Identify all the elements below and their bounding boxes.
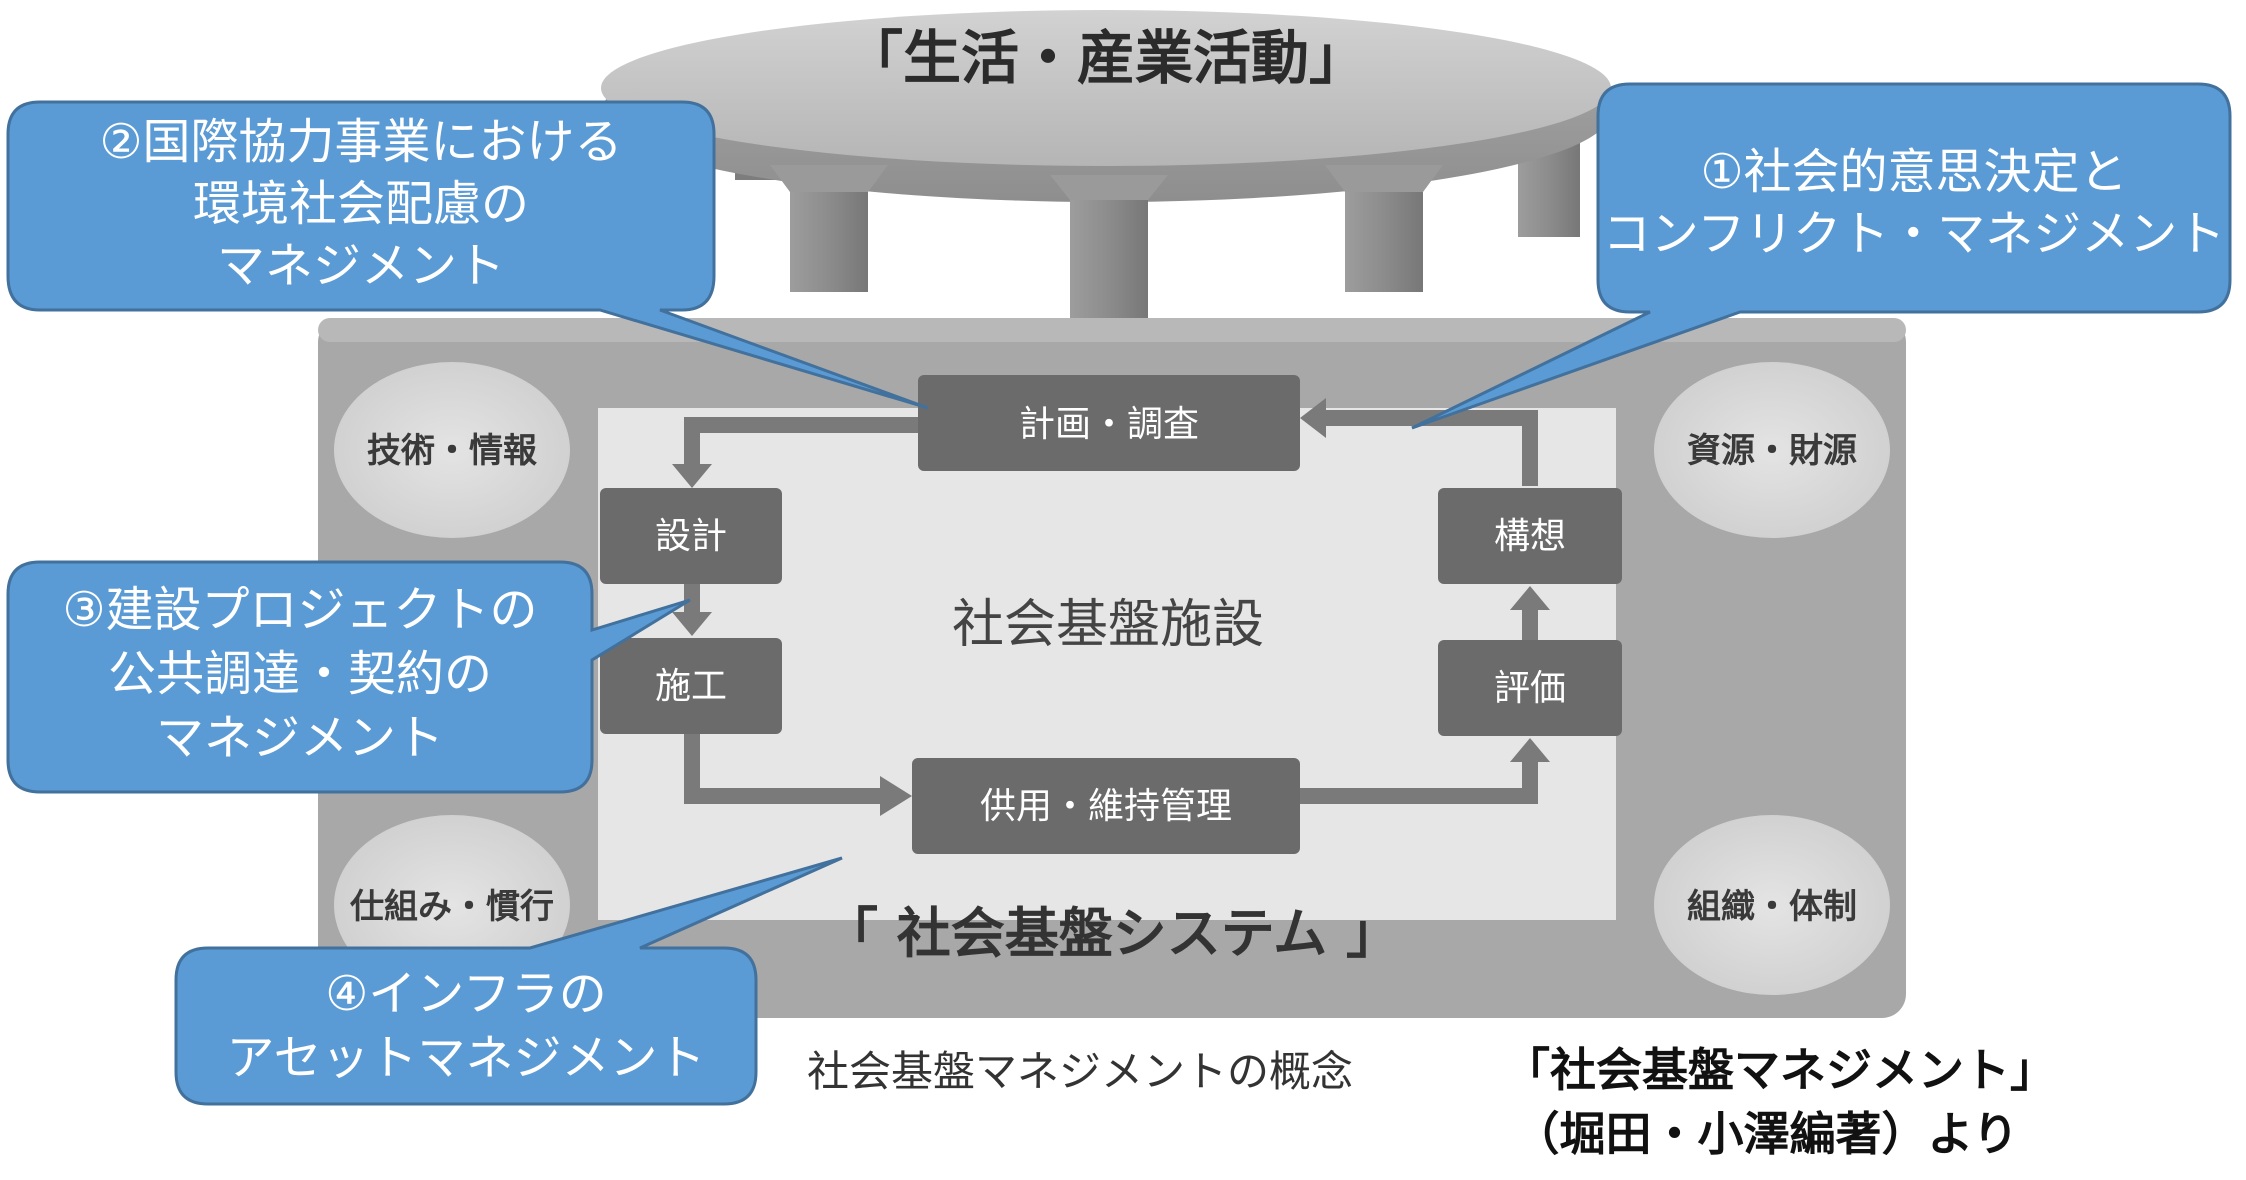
callout-3-line-2: 公共調達・契約の [108, 646, 492, 702]
column-front-right-cap [1325, 165, 1443, 192]
callout-1-shape [1411, 82, 2232, 430]
arrow-head-to-construction [672, 612, 712, 636]
top-platform [601, 10, 1611, 318]
step-box-evaluation [1438, 640, 1622, 736]
column-front-right [1345, 182, 1423, 292]
step-box-operation [912, 758, 1300, 854]
callout-4-line-2: アセットマネジメント [226, 1030, 705, 1086]
cycle-connectors [672, 398, 1550, 816]
step-box-concept [1438, 488, 1622, 584]
figure-caption: 社会基盤マネジメントの概念 [807, 1047, 1353, 1096]
callout-4-line-1: ④インフラの [325, 966, 607, 1022]
arrow-head-to-operation [880, 776, 912, 816]
resource-label-mechanisms-practices: 仕組み・慣行 [350, 887, 554, 927]
arrow-head-to-plan [1300, 398, 1326, 438]
step-label-plan: 計画・調査 [1019, 404, 1199, 445]
connector-up-to-evaluation [1522, 762, 1538, 804]
column-front-center-cap [1050, 175, 1168, 200]
platform-top-surface [601, 10, 1611, 166]
resource-label-tech-info: 技術・情報 [367, 431, 537, 471]
resource-oval-bottom-right [1654, 815, 1890, 995]
callout-3-line-3: マネジメント [156, 710, 444, 766]
callout-3-line-1: ③建設プロジェクトの [62, 582, 537, 638]
resource-oval-top-right [1654, 362, 1890, 538]
step-label-construction: 施工 [655, 666, 727, 707]
connector-from-operation [1298, 788, 1538, 804]
connector-construction-down [684, 732, 700, 804]
callout-1-line-2: コンフリクト・マネジメント [1603, 206, 2226, 262]
callout-3-shape [6, 560, 691, 794]
arrow-head-to-design [672, 464, 712, 488]
connector-plan-left [684, 417, 920, 433]
callout-2-line-3: マネジメント [217, 238, 505, 294]
step-box-construction [600, 638, 782, 734]
cycle-steps: 計画・調査 設計 施工 供用・維持管理 評価 構想 [600, 375, 1622, 854]
column-front-left [790, 182, 868, 292]
resource-oval-top-left [334, 362, 570, 538]
callout-2-line-1: ②国際協力事業における [99, 114, 622, 170]
callout-1-line-1: ①社会的意思決定と [1700, 144, 2127, 200]
callout-2: ②国際協力事業における 環境社会配慮の マネジメント [6, 100, 929, 410]
source-line-1: 「社会基盤マネジメント」 [1504, 1043, 2056, 1097]
connector-concept-up [1522, 410, 1538, 486]
corner-resources: 技術・情報 資源・財源 仕組み・慣行 組織・体制 [334, 362, 1890, 995]
step-label-design: 設計 [655, 516, 727, 557]
step-label-evaluation: 評価 [1494, 668, 1566, 709]
source-line-2: （堀田・小澤編著）より [1513, 1107, 2018, 1161]
arrow-head-to-evaluation [1510, 738, 1550, 762]
infrastructure-facilities-label: 社会基盤施設 [952, 595, 1264, 655]
callout-2-line-2: 環境社会配慮の [193, 176, 529, 232]
callout-4: ④インフラの アセットマネジメント [174, 856, 843, 1106]
connector-to-operation [684, 788, 880, 804]
column-front-center [1070, 190, 1148, 318]
connector-evaluation-concept [1522, 610, 1538, 642]
callout-4-shape [174, 856, 843, 1106]
platform-label: 「生活・産業活動」 [845, 24, 1367, 92]
step-box-design [600, 488, 782, 584]
resource-label-resources-funding: 資源・財源 [1687, 431, 1857, 471]
callout-1: ①社会的意思決定と コンフリクト・マネジメント [1411, 82, 2232, 430]
callout-3: ③建設プロジェクトの 公共調達・契約の マネジメント [6, 560, 691, 794]
step-label-operation: 供用・維持管理 [980, 786, 1232, 827]
step-box-plan [918, 375, 1300, 471]
callout-2-shape [6, 100, 929, 410]
connector-down-to-design [684, 417, 700, 464]
arrow-head-to-concept [1510, 586, 1550, 610]
column-front-left-cap [770, 165, 888, 192]
resource-label-organization-structure: 組織・体制 [1687, 887, 1857, 927]
base-system-label: 「 社会基盤システム 」 [824, 902, 1400, 965]
step-label-concept: 構想 [1494, 516, 1566, 557]
connector-design-construction [684, 582, 700, 612]
